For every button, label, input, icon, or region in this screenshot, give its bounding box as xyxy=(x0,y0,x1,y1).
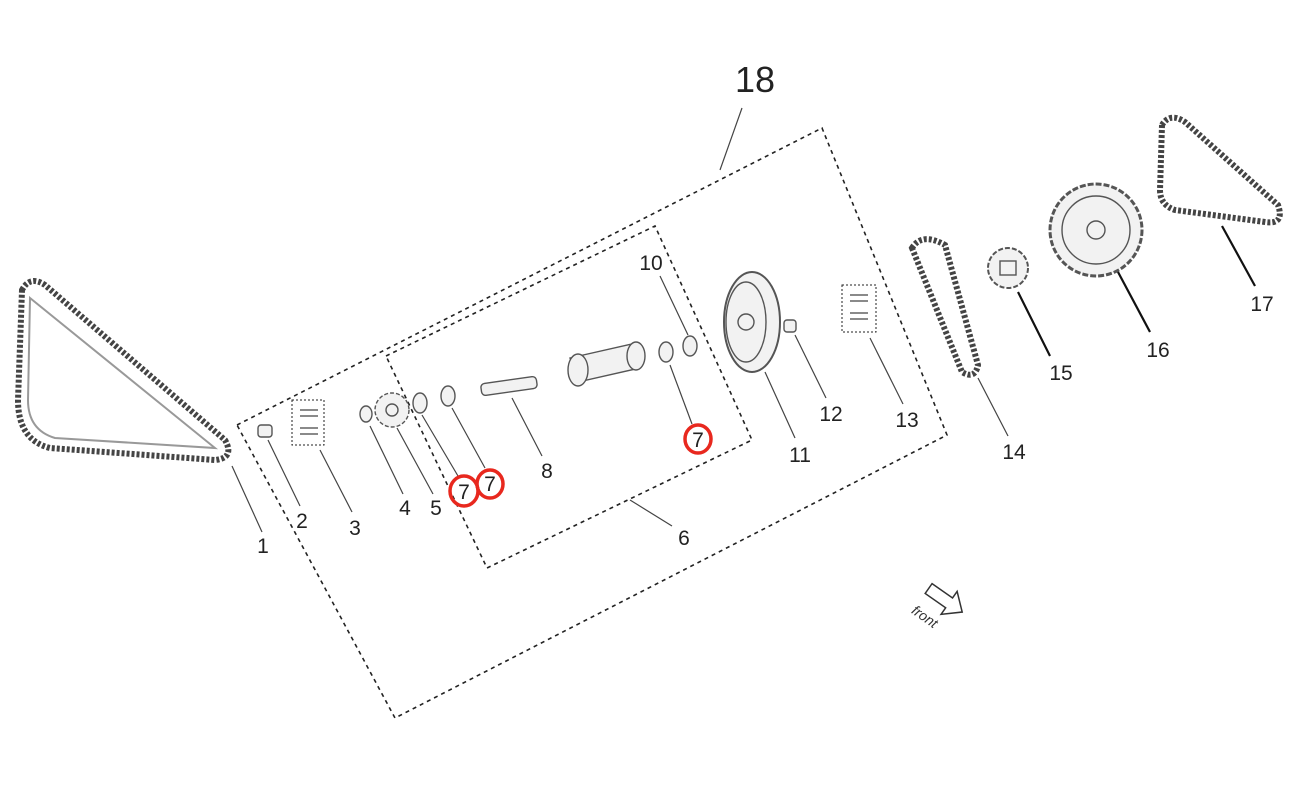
label-13: 13 xyxy=(895,409,918,432)
label-17: 17 xyxy=(1250,293,1273,316)
label-4: 4 xyxy=(399,497,411,520)
belt-part-14 xyxy=(908,236,982,378)
label-6: 6 xyxy=(678,527,690,550)
label-3: 3 xyxy=(349,517,361,540)
assembly-6-outline xyxy=(384,224,754,570)
highlight-circle-7c xyxy=(683,423,713,455)
highlight-circles xyxy=(448,423,713,508)
front-label: front xyxy=(909,602,942,632)
bolt-set-part-13 xyxy=(841,284,877,333)
label-14: 14 xyxy=(1002,441,1026,464)
bearing-part-7b xyxy=(440,385,456,407)
label-7c: 7 xyxy=(692,429,704,452)
highlight-circle-7b xyxy=(475,468,505,500)
sprocket-part-16 xyxy=(1048,182,1144,278)
label-1: 1 xyxy=(257,535,269,558)
bearing-part-7a xyxy=(412,392,428,414)
label-10: 10 xyxy=(639,252,662,275)
label-16: 16 xyxy=(1146,339,1169,362)
label-5: 5 xyxy=(430,497,442,520)
bushing-part-2 xyxy=(257,424,273,438)
bearing-part-10 xyxy=(682,335,698,357)
leader-lines xyxy=(231,107,1256,533)
assembly-18-outline xyxy=(235,126,949,720)
label-7b: 7 xyxy=(484,473,496,496)
hub xyxy=(567,341,646,387)
front-direction-indicator: front xyxy=(909,582,964,632)
bearing-part-7c xyxy=(658,341,674,363)
label-11: 11 xyxy=(789,444,811,467)
spacer-part-12 xyxy=(783,319,797,333)
chain-part-17 xyxy=(1156,114,1283,226)
chain-part-1 xyxy=(14,278,232,464)
label-7a: 7 xyxy=(458,481,470,504)
label-2: 2 xyxy=(296,510,308,533)
sprocket-part-15 xyxy=(987,247,1029,289)
spacer-part-4 xyxy=(359,405,373,423)
label-12: 12 xyxy=(819,403,842,426)
pulley-part-11 xyxy=(723,271,781,373)
label-18: 18 xyxy=(735,59,775,100)
label-15: 15 xyxy=(1049,362,1072,385)
label-8: 8 xyxy=(541,460,553,483)
axle-part-8 xyxy=(480,375,538,397)
sprocket-part-5 xyxy=(374,392,410,428)
arrow-icon xyxy=(924,582,964,616)
bolt-set-part-3 xyxy=(291,399,325,446)
